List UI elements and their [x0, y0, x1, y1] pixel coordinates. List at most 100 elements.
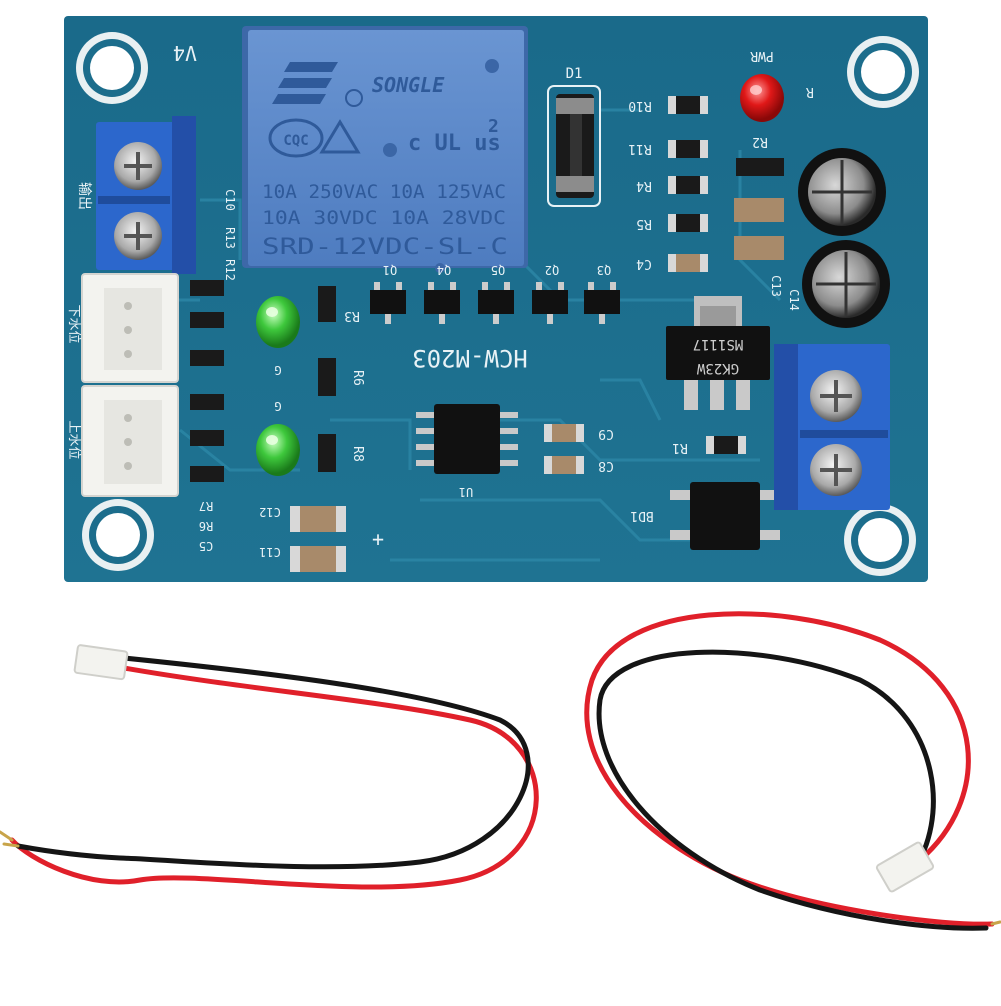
- label-u1: U1: [459, 485, 473, 499]
- green-led-1: G: [256, 296, 300, 377]
- mounting-hole: [82, 499, 154, 571]
- electrolytic-capacitor: [798, 148, 886, 236]
- capacitor-c4: C4: [636, 254, 708, 272]
- label-g1: G: [274, 363, 281, 377]
- label-c12: C12: [259, 505, 281, 519]
- capacitor-c8: C8: [544, 456, 614, 474]
- regulator-part: MS1117: [693, 336, 744, 352]
- sensor-cable-left: [0, 644, 539, 890]
- cqc-mark-text: CQC: [283, 133, 308, 149]
- pwr-led: PWR R: [740, 48, 814, 122]
- transistor-q5: Q5: [478, 263, 514, 324]
- resistor-r3: R3: [318, 286, 360, 323]
- label-c10: C10: [223, 189, 237, 211]
- label-r6b: R6: [199, 519, 213, 533]
- capacitor-c14-smd: [734, 236, 784, 260]
- label-plus: +: [372, 527, 384, 551]
- high-level-connector: 上水位: [66, 385, 179, 497]
- capacitor-c11: [290, 546, 346, 572]
- wire-tip: [0, 830, 14, 842]
- resistor-r2: [736, 158, 784, 176]
- label-r: R: [806, 84, 814, 99]
- label-r3: R3: [344, 308, 360, 323]
- label-c14: C14: [787, 289, 801, 311]
- regulator-code: GK23W: [696, 360, 739, 376]
- wire-tip: [2, 842, 20, 848]
- label-r13: R13: [223, 227, 237, 249]
- label-r7: R7: [199, 499, 213, 513]
- capacitor-c12: [290, 506, 346, 532]
- capacitor-c13-smd: [734, 198, 784, 222]
- label-q3: Q3: [597, 263, 611, 277]
- label-r2: R2: [752, 134, 768, 149]
- relay: SONGLE CQC c UL us 2 10A 250VAC 10A 125V…: [242, 26, 528, 273]
- relay-brand: SONGLE: [372, 73, 445, 97]
- version-label: V4: [173, 41, 197, 65]
- pcb-board: V4 SONGLE CQC c UL us 2 10A 250VAC 10A 1…: [64, 16, 928, 582]
- jst-plug: [73, 644, 129, 681]
- resistor-r10: R10: [628, 96, 708, 114]
- label-d1: D1: [566, 66, 583, 82]
- label-bd1: BD1: [630, 508, 653, 523]
- cqc-mark-icon: [268, 118, 324, 158]
- label-r12: R12: [223, 259, 237, 281]
- wire-tip: [990, 920, 1001, 926]
- smd-column-left: [190, 280, 224, 482]
- label-c9: C9: [598, 426, 614, 441]
- resistor-r5: R5: [636, 214, 708, 232]
- mounting-hole: [76, 32, 148, 104]
- green-led-2: G: [256, 399, 300, 476]
- output-terminal-block: 输出: [76, 116, 196, 274]
- transistor-q4: Q4: [424, 263, 460, 324]
- label-pwr: PWR: [750, 48, 774, 63]
- capacitor-c9: C9: [544, 424, 614, 442]
- electrolytic-capacitors: [798, 148, 890, 328]
- mounting-holes: [76, 32, 919, 576]
- label-r8: R8: [350, 446, 365, 462]
- resistor-r4: R4: [636, 176, 708, 194]
- diode-d1: D1: [547, 66, 601, 207]
- resistor-r6: R6: [318, 358, 365, 396]
- jst-plug: [875, 841, 935, 893]
- label-high-level: 上水位: [66, 420, 81, 459]
- label-g2: G: [274, 399, 281, 413]
- label-r5: R5: [636, 216, 652, 231]
- label-r6: R6: [350, 370, 365, 386]
- label-output: 输出: [76, 182, 92, 210]
- smd-column-right: R10 R11 R4 R5 C4 R2: [628, 96, 801, 311]
- transistor-row: Q1 Q4 Q5 Q2 Q3: [370, 263, 620, 324]
- label-r11: R11: [628, 141, 651, 156]
- ul-mark: c UL us: [408, 131, 501, 156]
- label-c4: C4: [636, 256, 652, 271]
- voltage-regulator: MS1117 GK23W: [666, 296, 770, 410]
- resistor-r8: R8: [318, 434, 365, 472]
- relay-rating-2: 10A 30VDC 10A 28VDC: [262, 207, 506, 229]
- label-low-level: 下水位: [66, 304, 81, 343]
- mounting-hole: [847, 36, 919, 108]
- electrolytic-capacitor: [802, 240, 890, 328]
- label-r4: R4: [636, 178, 652, 193]
- relay-rating-1: 10A 250VAC 10A 125VAC: [262, 181, 506, 203]
- relay-part-number: SRD-12VDC-SL-C: [262, 235, 508, 260]
- power-terminal-block: [774, 344, 890, 510]
- transistor-q2: Q2: [532, 263, 568, 324]
- label-q1: Q1: [383, 263, 397, 277]
- board-model-name: HCW-M203: [412, 344, 528, 372]
- chip-u1: U1: [416, 404, 518, 499]
- ul-number: 2: [488, 116, 499, 137]
- transistor-q3: Q3: [584, 263, 620, 324]
- label-q4: Q4: [437, 263, 451, 277]
- resistor-r11: R11: [628, 140, 708, 158]
- bridge-rectifier-bd1: BD1: [630, 482, 780, 550]
- label-c13: C13: [769, 275, 783, 297]
- resistor-r1: R1: [672, 436, 746, 455]
- sensor-cable-right: [584, 611, 1001, 931]
- label-r1: R1: [672, 440, 688, 455]
- mounting-hole: [844, 504, 916, 576]
- transistor-q1: Q1: [370, 263, 406, 324]
- label-c11: C11: [259, 545, 281, 559]
- label-c5: C5: [199, 539, 213, 553]
- label-r10: R10: [628, 98, 651, 113]
